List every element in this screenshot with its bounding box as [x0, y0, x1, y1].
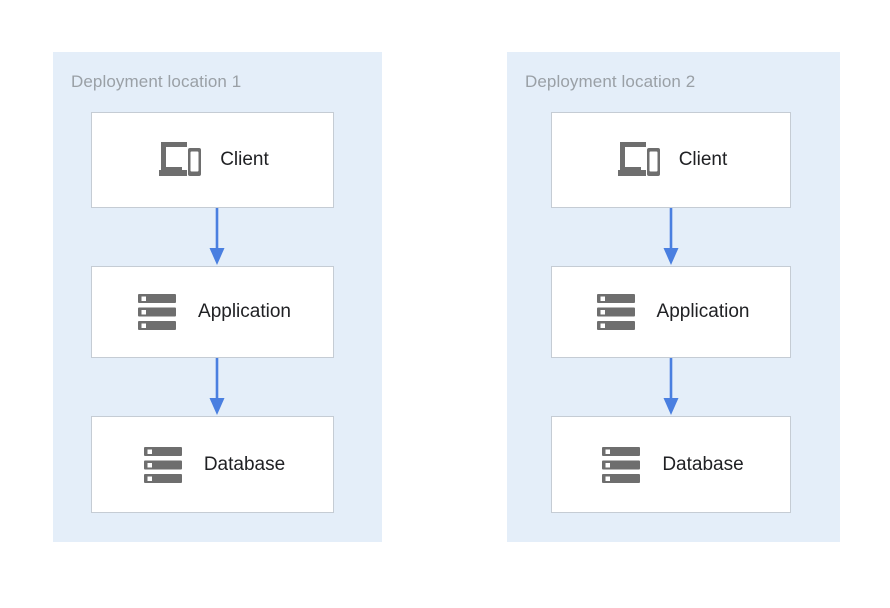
- node-application-2[interactable]: Application: [551, 266, 791, 358]
- node-client-2[interactable]: Client: [551, 112, 791, 208]
- arrow-application-to-database-1: [208, 358, 226, 416]
- server-icon: [593, 288, 641, 336]
- deployment-location-1-panel: Deployment location 1 Client: [53, 52, 382, 542]
- node-application-1[interactable]: Application: [91, 266, 334, 358]
- node-database-2[interactable]: Database: [551, 416, 791, 513]
- node-client-1[interactable]: Client: [91, 112, 334, 208]
- devices-icon: [156, 136, 204, 184]
- devices-icon: [615, 136, 663, 184]
- server-icon: [134, 288, 182, 336]
- node-database-1-label: Database: [203, 453, 286, 475]
- arrow-application-to-database-2: [662, 358, 680, 416]
- arrow-client-to-application-2: [662, 208, 680, 266]
- server-icon: [140, 441, 188, 489]
- server-icon: [598, 441, 646, 489]
- arrow-client-to-application-1: [208, 208, 226, 266]
- deployment-location-1-title: Deployment location 1: [71, 72, 242, 91]
- node-application-1-label: Application: [198, 301, 291, 322]
- node-client-1-label: Client: [220, 149, 269, 170]
- node-database-2-label: Database: [662, 453, 744, 475]
- deployment-location-2-title: Deployment location 2: [525, 72, 696, 91]
- deployment-location-2-panel: Deployment location 2 Client: [507, 52, 840, 542]
- node-application-2-label: Application: [656, 301, 750, 322]
- node-client-2-label: Client: [678, 149, 728, 170]
- node-database-1[interactable]: Database: [91, 416, 334, 513]
